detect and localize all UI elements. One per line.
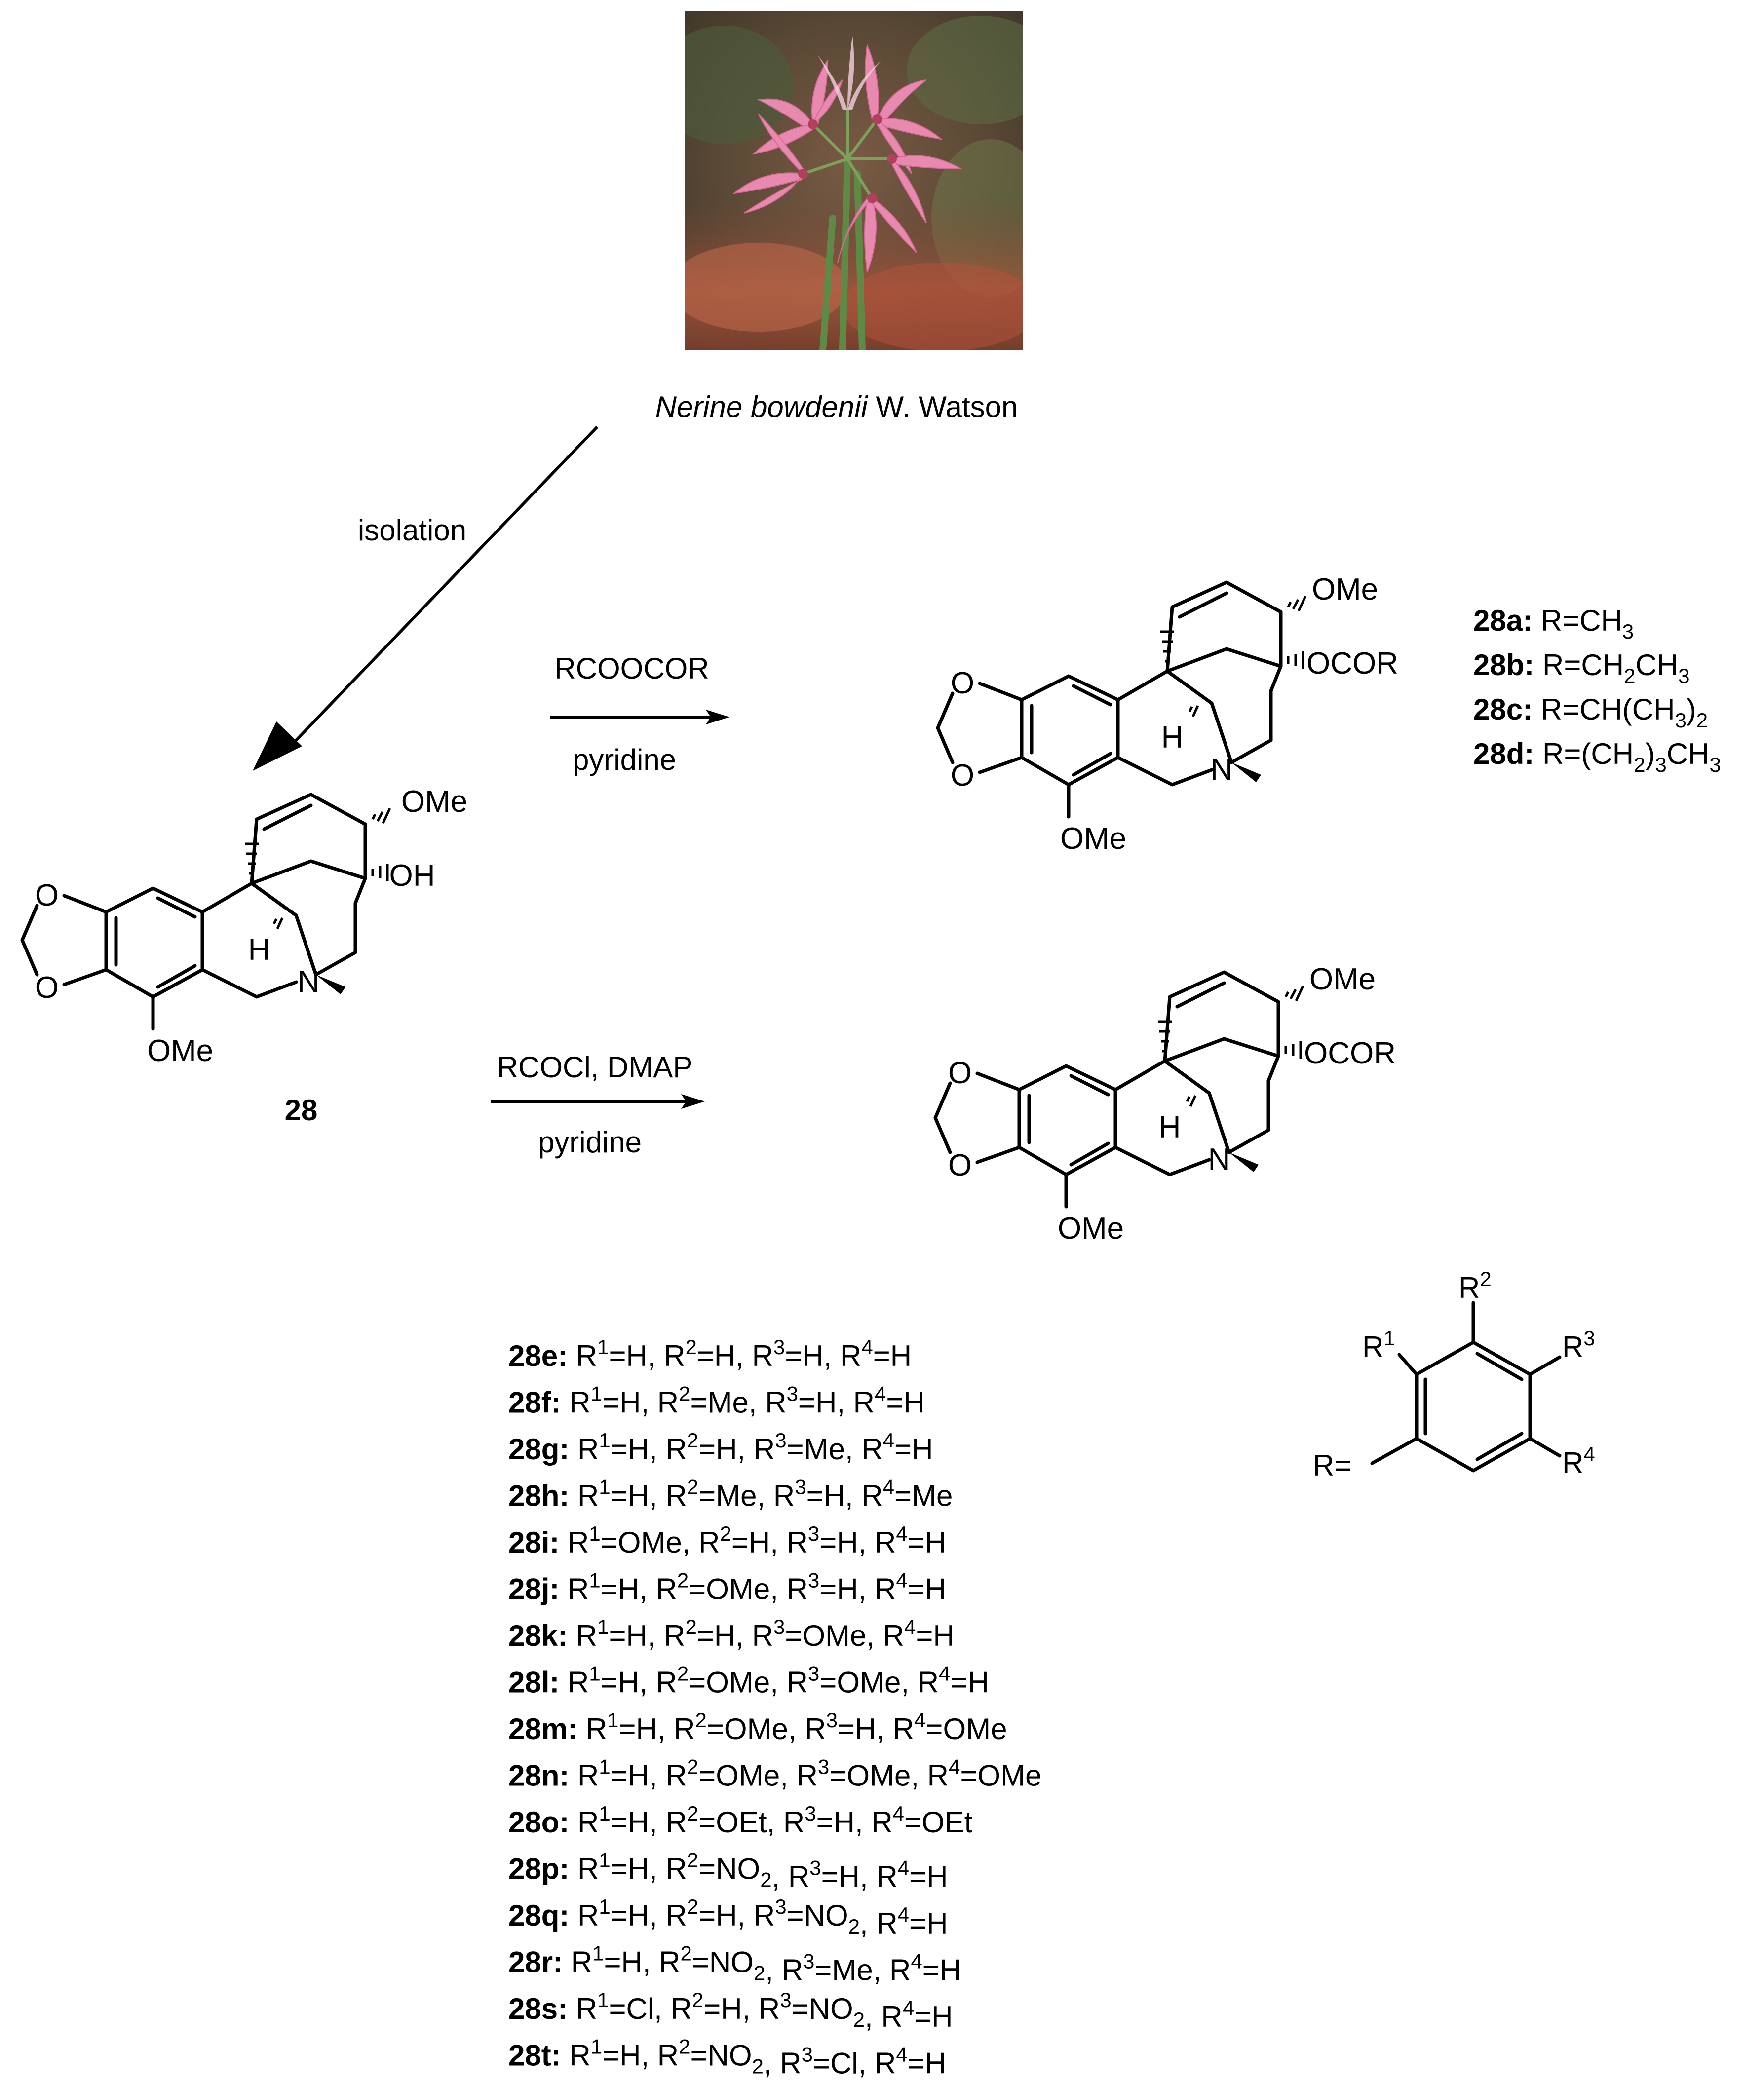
ome-aryl-label: OMe bbox=[1060, 822, 1126, 856]
r1-label: R1 bbox=[1362, 1327, 1395, 1364]
plant-author: W. Watson bbox=[876, 390, 1018, 423]
series-item: 28m: R1=H, R2=OMe, R3=H, R4=OMe bbox=[508, 1708, 1007, 1745]
series-item: 28c: R=CH(CH3)2 bbox=[1473, 693, 1708, 732]
o-atom-top: O bbox=[948, 1056, 972, 1090]
series-item: 28r: R1=H, R2=NO2, R3=Me, R4=H bbox=[508, 1942, 961, 1987]
series-item: 28i: R1=OMe, R2=H, R3=H, R4=H bbox=[508, 1522, 946, 1559]
series-item: 28h: R1=H, R2=Me, R3=H, R4=Me bbox=[508, 1476, 953, 1513]
h-label: H bbox=[1161, 721, 1184, 755]
series-item: 28e: R1=H, R2=H, R3=H, R4=H bbox=[508, 1335, 912, 1372]
n-label: N bbox=[1208, 1142, 1230, 1176]
series-item: 28g: R1=H, R2=H, R3=Me, R4=H bbox=[508, 1429, 933, 1466]
o-atom-top: O bbox=[951, 666, 974, 700]
acyl-solvent: pyridine bbox=[538, 1126, 642, 1159]
ester-label: OCOR bbox=[1306, 646, 1398, 681]
flower-photo bbox=[685, 11, 1023, 350]
n-label: N bbox=[1211, 753, 1233, 787]
series-item: 28a: R=CH3 bbox=[1473, 604, 1634, 643]
anhydride-arrow bbox=[550, 710, 729, 724]
plant-species: Nerine bowdenii bbox=[655, 390, 869, 423]
series-item: 28b: R=CH2CH3 bbox=[1473, 648, 1689, 687]
series-item: 28o: R1=H, R2=OEt, R3=H, R4=OEt bbox=[508, 1802, 973, 1839]
aryl-prefix: R= bbox=[1313, 1449, 1351, 1482]
acyl-reagent: RCOCl, DMAP bbox=[497, 1051, 693, 1084]
ome-aryl-label: OMe bbox=[1058, 1212, 1124, 1246]
series-item: 28k: R1=H, R2=H, R3=OMe, R4=H bbox=[508, 1615, 955, 1652]
series-item: 28l: R1=H, R2=OMe, R3=OMe, R4=H bbox=[508, 1662, 989, 1699]
series-item: 28j: R1=H, R2=OMe, R3=H, R4=H bbox=[508, 1569, 946, 1606]
series-item: 28q: R1=H, R2=H, R3=NO2, R4=H bbox=[508, 1895, 948, 1940]
series-item: 28t: R1=H, R2=NO2, R3=Cl, R4=H bbox=[508, 2035, 946, 2080]
series-item: 28p: R1=H, R2=NO2, R3=H, R4=H bbox=[508, 1849, 948, 1894]
ester-label: OCOR bbox=[1304, 1036, 1396, 1070]
o-atom-top: O bbox=[35, 878, 59, 912]
ome-allylic-label: OMe bbox=[1312, 572, 1378, 607]
plant-caption: Nerine bowdenii W. Watson bbox=[655, 390, 1018, 423]
ome-allylic-label: OMe bbox=[1309, 962, 1376, 996]
series-item: 28s: R1=Cl, R2=H, R3=NO2, R4=H bbox=[508, 1988, 953, 2033]
flower-icon bbox=[685, 11, 1023, 350]
acyl-chloride-arrow bbox=[491, 1094, 705, 1109]
anhydride-reagent: RCOOCOR bbox=[554, 652, 709, 685]
structure-aroyl-product: O O OMe OMe OCOR H N bbox=[933, 962, 1396, 1246]
h-label: H bbox=[248, 933, 270, 967]
structure-28: O O OMe OMe OH H N 28 bbox=[20, 785, 467, 1127]
r3-label: R3 bbox=[1562, 1327, 1595, 1364]
isolation-label: isolation bbox=[358, 514, 466, 547]
series-item: 28d: R=(CH2)3CH3 bbox=[1473, 737, 1721, 776]
aliphatic-series-list: 28a: R=CH3 28b: R=CH2CH3 28c: R=CH(CH3)2… bbox=[1473, 604, 1721, 776]
structure-acetate-product: O O OMe OMe OCOR H N bbox=[936, 572, 1398, 856]
o-atom-bottom: O bbox=[948, 1148, 972, 1182]
series-item: 28n: R1=H, R2=OMe, R3=OMe, R4=OMe bbox=[508, 1755, 1041, 1792]
isolation-arrow bbox=[253, 425, 599, 771]
r4-label: R4 bbox=[1562, 1442, 1595, 1479]
o-atom-bottom: O bbox=[951, 759, 974, 793]
aryl-group-structure: R= R1 R2 R3 R4 bbox=[1313, 1267, 1595, 1482]
n-label: N bbox=[298, 965, 320, 999]
compound-28-label: 28 bbox=[285, 1094, 318, 1127]
r2-label: R2 bbox=[1458, 1267, 1492, 1304]
ome-allylic-label: OMe bbox=[401, 785, 467, 819]
ome-aryl-label: OMe bbox=[147, 1034, 213, 1068]
oh-label: OH bbox=[389, 859, 435, 893]
h-label: H bbox=[1159, 1110, 1181, 1144]
series-item: 28f: R1=H, R2=Me, R3=H, R4=H bbox=[508, 1382, 925, 1419]
anhydride-solvent: pyridine bbox=[573, 743, 676, 776]
o-atom-bottom: O bbox=[35, 971, 59, 1005]
aryl-series-list: 28e: R1=H, R2=H, R3=H, R4=H 28f: R1=H, R2… bbox=[508, 1335, 1041, 2080]
